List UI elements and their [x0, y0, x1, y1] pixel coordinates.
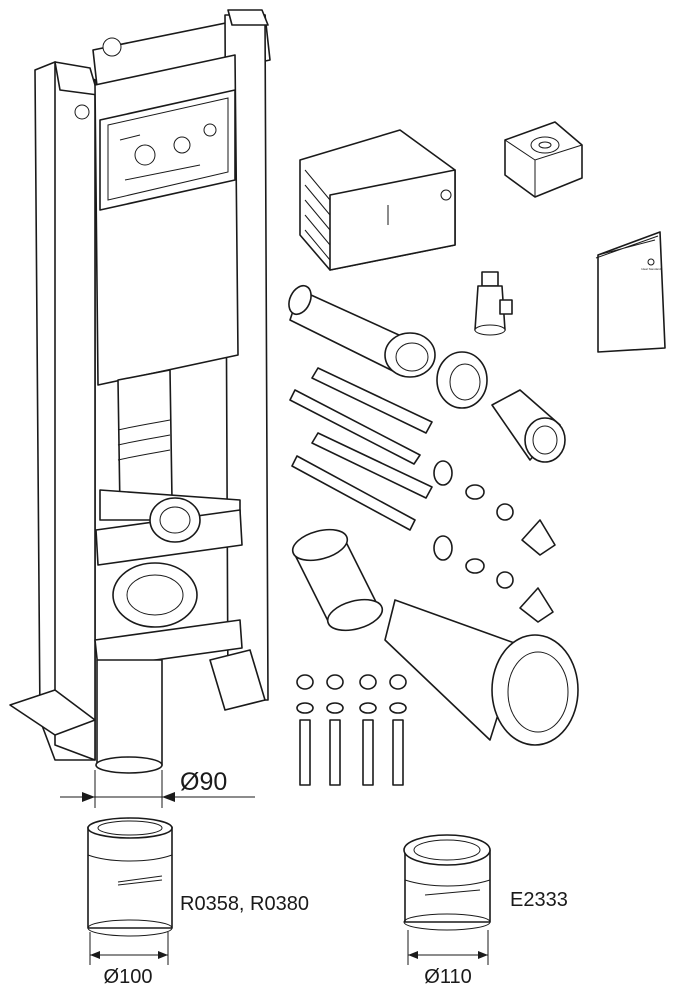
outlet-pipe: [96, 659, 163, 766]
adapter-left-code: R0358, R0380: [180, 893, 309, 915]
dimension-label-adapter-left: Ø100: [104, 966, 153, 988]
outlet-dimension: Ø90: [60, 768, 255, 808]
instruction-manual: Ideal Standard: [595, 231, 666, 353]
installation-frame: [9, 9, 271, 774]
brand-logo-icon: [647, 258, 655, 266]
dimension-label-adapter-right: Ø110: [424, 966, 471, 988]
dimension-label-outlet: Ø90: [180, 768, 227, 796]
pan-connector: [384, 599, 579, 746]
screw-top-icon: [102, 37, 122, 57]
adapter-right-code: E2333: [510, 889, 568, 911]
pipe-coupler: [291, 528, 384, 632]
svg-text:Ideal Standard: Ideal Standard: [641, 267, 661, 271]
anchor-bolts: [296, 674, 407, 786]
adapter-right-dimension: Ø110: [407, 930, 489, 988]
angle-valve: [474, 271, 513, 336]
cistern-insert: [299, 129, 456, 271]
flush-valve-housing: [99, 89, 236, 211]
seal-ring: [436, 351, 488, 409]
support-rods: [289, 367, 433, 531]
adapter-left-dimension: Ø100: [89, 932, 169, 988]
rubber-cone: [491, 389, 566, 463]
fixing-hardware: [433, 460, 556, 623]
foam-pad: [504, 121, 583, 198]
adapter-left: [87, 817, 173, 937]
flush-tube: [288, 284, 436, 378]
adapter-right: [403, 834, 491, 931]
